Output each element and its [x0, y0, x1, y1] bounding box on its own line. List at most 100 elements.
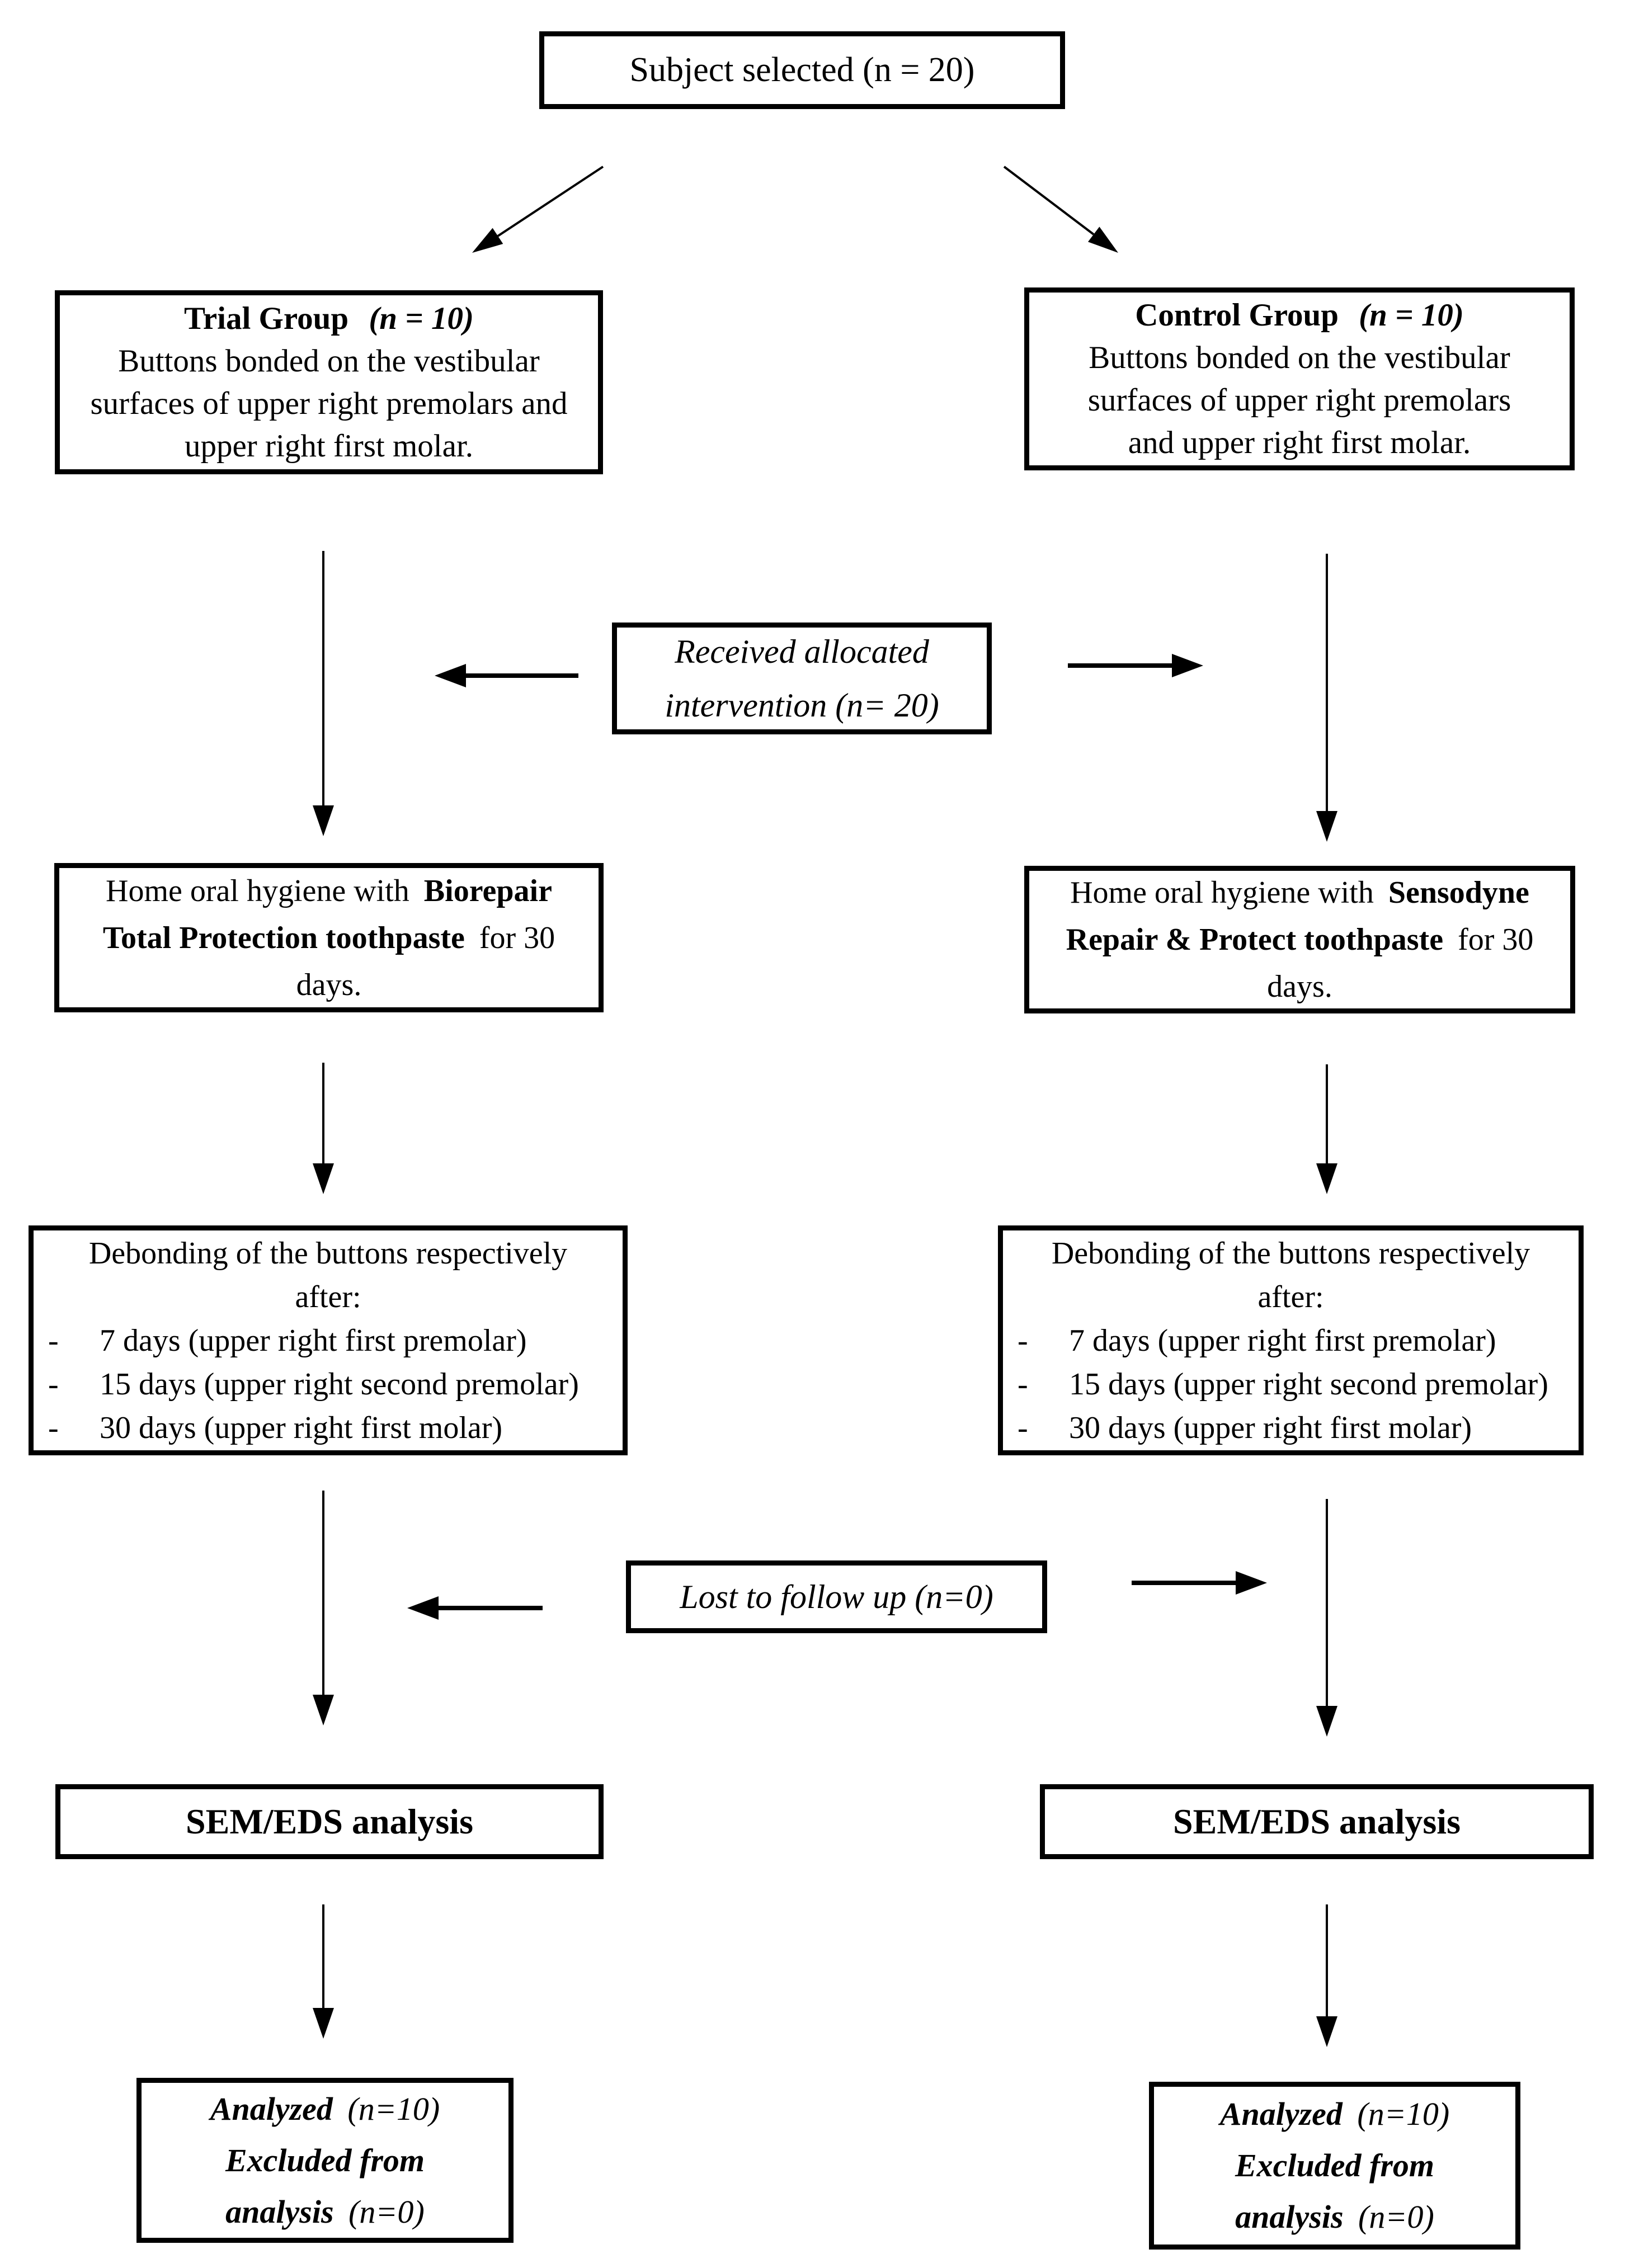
hygiene-control-line2: Repair & Protect toothpaste for 30	[1029, 916, 1570, 963]
arrow-shaft	[1326, 554, 1328, 811]
arrow-shaft	[322, 1063, 324, 1163]
arrow-shaft	[1003, 166, 1095, 235]
analyzed-control-line1: Analyzed (n=10)	[1154, 2088, 1515, 2140]
analyzed-n: (n=10)	[347, 2090, 440, 2127]
sem-eds-control-text: SEM/EDS analysis	[1173, 1802, 1461, 1841]
arrow-shaft	[1068, 663, 1172, 668]
sem-eds-control-box: SEM/EDS analysis	[1040, 1784, 1594, 1859]
debonding-item: - 30 days (upper right first molar)	[48, 1406, 614, 1450]
analysis-n: (n=0)	[1358, 2199, 1434, 2235]
analysis-n: (n=0)	[348, 2193, 425, 2230]
arrow-shaft	[322, 1904, 324, 2008]
hygiene-control-line3: days.	[1267, 969, 1332, 1004]
arrow-head	[313, 805, 334, 836]
debonding-item: - 30 days (upper right first molar)	[1018, 1406, 1570, 1450]
debonding-item-text: 30 days (upper right first molar)	[1069, 1410, 1472, 1445]
arrow-head	[313, 2008, 334, 2039]
arrow-head	[313, 1695, 334, 1725]
hygiene-trial-box: Home oral hygiene with Biorepair Total P…	[54, 863, 604, 1012]
dash-marker: -	[1018, 1410, 1028, 1445]
received-intervention-box: Received allocated intervention (n= 20)	[612, 623, 992, 734]
control-group-body-line: Buttons bonded on the vestibular	[1089, 340, 1510, 375]
down-arrow-hygiene-to-debonding-left	[312, 1063, 335, 1194]
arrow-head	[407, 1596, 439, 1620]
lost-to-follow-up-box: Lost to follow up (n=0)	[626, 1560, 1047, 1633]
control-group-body-line: surfaces of upper right premolars	[1087, 382, 1511, 418]
arrow-head	[1172, 654, 1203, 677]
dash-marker: -	[1018, 1366, 1028, 1402]
hygiene-control-line1: Home oral hygiene with Sensodyne	[1029, 869, 1570, 916]
trial-group-title-text: Trial Group	[184, 300, 349, 336]
arrow-shaft	[1326, 1064, 1328, 1163]
analyzed-control-line3: analysis (n=0)	[1154, 2191, 1515, 2243]
subject-selected-text: Subject selected (n = 20)	[629, 51, 975, 89]
down-arrow-debonding-to-sem-left	[312, 1491, 335, 1725]
debonding-item-text: 15 days (upper right second premolar)	[1069, 1366, 1548, 1402]
debonding-control-heading1: Debonding of the buttons respectively	[1051, 1236, 1530, 1271]
debonding-trial-heading2: after:	[295, 1279, 361, 1314]
hygiene-trial-brand: Biorepair	[423, 873, 552, 908]
dash-marker: -	[48, 1410, 59, 1445]
analyzed-trial-line1: Analyzed (n=10)	[142, 2083, 508, 2135]
arrow-shaft	[1326, 1904, 1328, 2016]
control-group-body-line: and upper right first molar.	[1128, 425, 1471, 460]
sem-eds-trial-text: SEM/EDS analysis	[186, 1802, 473, 1841]
right-arrow-received	[1068, 653, 1203, 678]
left-arrow-received	[435, 663, 578, 688]
debonding-item-text: 7 days (upper right first premolar)	[100, 1323, 527, 1358]
arrow-head	[1316, 1706, 1337, 1737]
arrow-head	[1088, 227, 1118, 253]
received-intervention-line2: intervention (n= 20)	[665, 687, 939, 724]
right-arrow-lost	[1132, 1571, 1267, 1595]
hygiene-trial-brand2: Total Protection toothpaste	[102, 920, 465, 955]
diagonal-arrow-right	[1003, 166, 1118, 253]
hygiene-trial-post: for 30	[479, 920, 555, 955]
trial-group-body-line: surfaces of upper right premolars and	[90, 385, 568, 421]
debonding-item-text: 15 days (upper right second premolar)	[100, 1366, 579, 1402]
down-arrow-control-to-hygiene	[1316, 554, 1338, 842]
arrow-head	[472, 228, 503, 253]
control-group-title-text: Control Group	[1135, 297, 1339, 333]
analyzed-trial-line3: analysis (n=0)	[142, 2186, 508, 2238]
debonding-item: - 15 days (upper right second premolar)	[48, 1362, 614, 1406]
debonding-control-box: Debonding of the buttons respectively af…	[998, 1225, 1584, 1455]
subject-selected-box: Subject selected (n = 20)	[539, 31, 1065, 109]
arrow-shaft	[1132, 1581, 1236, 1585]
down-arrow-sem-to-analyzed-left	[312, 1904, 335, 2039]
arrow-head	[1316, 811, 1337, 842]
analyzed-trial-line2: Excluded from	[225, 2142, 425, 2179]
hygiene-control-brand: Sensodyne	[1388, 875, 1529, 910]
trial-group-body-line: Buttons bonded on the vestibular	[118, 343, 540, 379]
analyzed-n: (n=10)	[1357, 2096, 1450, 2132]
analyzed-label: Analyzed	[210, 2090, 333, 2127]
arrow-shaft	[497, 166, 604, 237]
analyzed-control-box: Analyzed (n=10) Excluded from analysis (…	[1149, 2082, 1520, 2250]
analysis-label: analysis	[1235, 2199, 1344, 2235]
hygiene-control-pre: Home oral hygiene with	[1070, 875, 1382, 910]
debonding-item: - 7 days (upper right first premolar)	[48, 1319, 614, 1362]
arrow-head	[435, 664, 466, 687]
debonding-item-text: 7 days (upper right first premolar)	[1069, 1323, 1496, 1358]
hygiene-control-post: for 30	[1458, 922, 1534, 957]
control-group-box: Control Group (n = 10) Buttons bonded on…	[1024, 287, 1575, 470]
dash-marker: -	[1018, 1323, 1028, 1358]
down-arrow-debonding-to-sem-right	[1316, 1499, 1338, 1737]
hygiene-control-box: Home oral hygiene with Sensodyne Repair …	[1024, 866, 1575, 1013]
arrow-head	[1316, 1163, 1337, 1194]
arrow-head	[1316, 2016, 1337, 2047]
trial-group-n: (n = 10)	[369, 300, 474, 336]
hygiene-control-brand2: Repair & Protect toothpaste	[1066, 922, 1444, 957]
debonding-control-heading2: after:	[1257, 1279, 1324, 1314]
debonding-trial-box: Debonding of the buttons respectively af…	[29, 1225, 628, 1455]
control-group-title: Control Group (n = 10)	[1029, 294, 1570, 337]
down-arrow-sem-to-analyzed-right	[1316, 1904, 1338, 2047]
arrow-shaft	[466, 673, 578, 678]
lost-to-follow-up-text: Lost to follow up (n=0)	[680, 1578, 993, 1615]
hygiene-trial-line3: days.	[296, 967, 362, 1002]
debonding-trial-heading1: Debonding of the buttons respectively	[88, 1236, 568, 1271]
arrow-shaft	[1326, 1499, 1328, 1706]
trial-group-title: Trial Group (n = 10)	[60, 298, 598, 340]
dash-marker: -	[48, 1366, 59, 1402]
analyzed-label: Analyzed	[1219, 2096, 1343, 2132]
